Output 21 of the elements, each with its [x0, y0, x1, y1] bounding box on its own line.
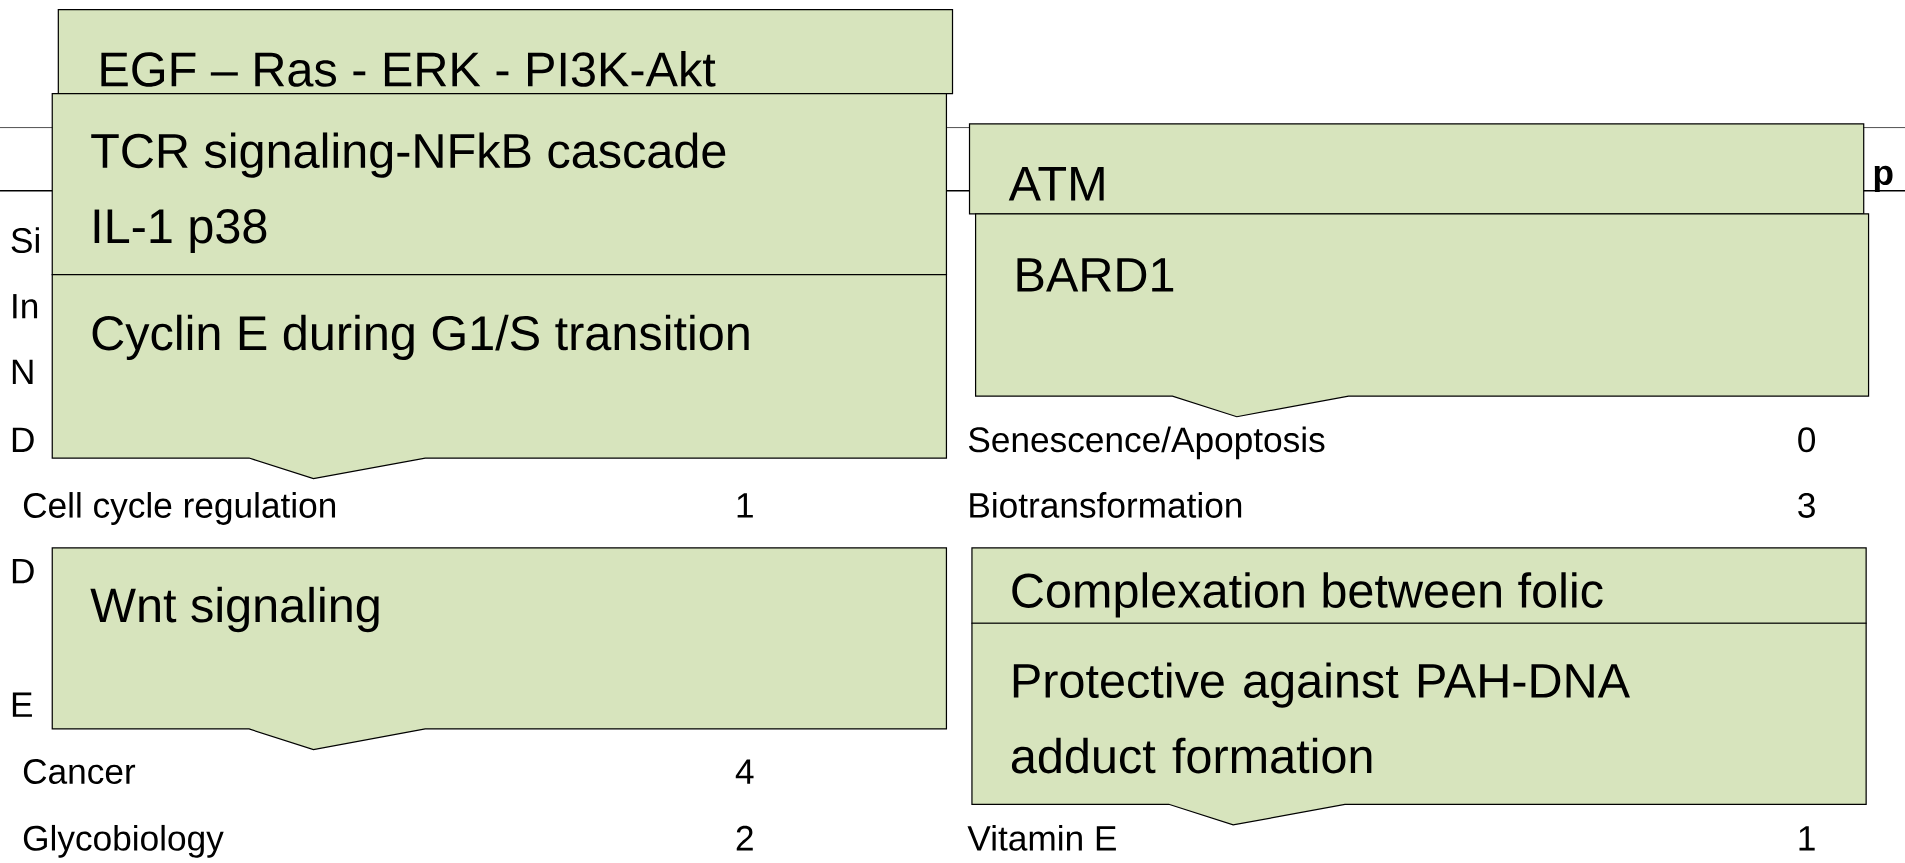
table-cell: 1 — [737, 493, 753, 518]
callout-box: Complexation between folic — [971, 547, 1867, 625]
table-cell: p — [1874, 165, 1893, 193]
callout-box: Wnt signaling — [51, 547, 948, 751]
table-cell: Si — [11, 227, 39, 254]
table-cell: Cancer — [23, 759, 136, 785]
table-cell: Vitamin E — [967, 825, 1116, 851]
table-cell: N — [12, 359, 33, 385]
table-cell: Cell cycle regulation — [23, 492, 335, 526]
table-cell: Glycobiology — [23, 825, 224, 858]
table-cell: D — [12, 559, 34, 584]
callout-box: EGF – Ras - ERK - PI3K-Akt — [57, 9, 954, 95]
table-cell: Senescence/Apoptosis — [968, 426, 1325, 460]
table-cell: 0 — [1798, 427, 1816, 453]
table-cell: 2 — [736, 826, 753, 851]
callout-box: Cyclin E during G1/S transition — [51, 274, 948, 480]
table-cell: Biotransformation — [970, 492, 1242, 519]
table-cell: 3 — [1798, 493, 1815, 519]
callout-box: ATM — [968, 123, 1865, 215]
table-cell: D — [12, 427, 34, 453]
table-cell: In — [13, 294, 38, 319]
